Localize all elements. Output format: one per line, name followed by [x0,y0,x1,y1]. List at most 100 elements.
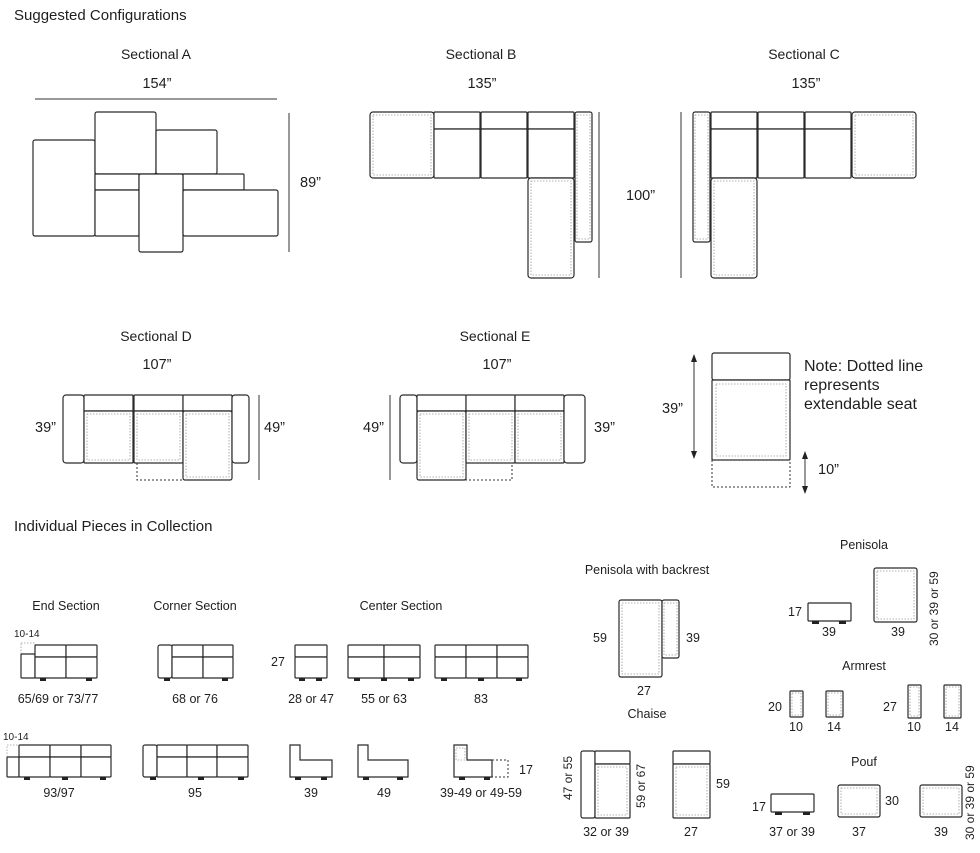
note-line-2: represents [804,377,880,394]
sectional-c-width: 135” [791,76,820,92]
sectional-a-mid-back [155,129,218,175]
note-extension-arrow-up [802,451,808,459]
sectional-b-back-2 [480,111,528,130]
sectional-b-side-stitch [576,114,591,240]
center-triple-sizes: 83 [474,692,488,706]
penisola-top-stitch [876,570,915,620]
sectional-e-back-3 [514,394,565,412]
pouf-height: 17 [752,800,766,814]
center-triple-seat-3 [496,656,529,679]
corner-section-seat-1 [171,656,204,679]
center-double-foot-3 [408,678,414,681]
sectional-a-top-back [94,111,157,175]
pouf-foot-2 [803,812,810,815]
center-low-2-sizes: 49 [377,786,391,800]
center-low-3-back-stitch [455,747,466,761]
center-low-3-height: 17 [519,763,533,777]
note-depth-arrow-up [691,354,697,362]
sectional-a-depth: 89” [300,175,321,191]
center-low-3-foot-1 [459,777,465,780]
end-section-title: End Section [32,599,99,613]
penisola-backrest-length: 59 [593,631,607,645]
sectional-e-seat-3 [514,410,565,464]
end-section-2-seat-1 [18,756,51,778]
penisola-backrest-back-stitch [663,602,678,656]
armrest-piece: Armrest 20 10 14 27 10 14 [768,659,962,734]
chaise-left-a: 47 or 55 [561,756,575,800]
corner-section-2-side [142,744,158,778]
sectional-d-chaise-stitch [185,413,230,478]
sectional-e-right-arm [563,394,586,464]
sectional-c-chaise-stitch [713,180,755,276]
center-triple-foot-2 [478,678,484,681]
note-line-1: Note: Dotted line [804,358,923,375]
pouf-width-2: 37 [852,825,866,839]
armrest-4-width: 14 [945,720,959,734]
sectional-b-chaise-stitch [530,180,572,276]
note-line-3: extendable seat [804,396,918,413]
corner-section-sizes: 68 or 76 [172,692,218,706]
penisola-backrest-width: 27 [637,684,651,698]
center-double-foot-2 [381,678,387,681]
note-seat-stitch [715,383,787,457]
sectional-d-seat-2 [133,410,184,464]
end-section-arm-size: 10-14 [14,629,40,640]
sectional-c-side-stitch [694,114,709,240]
center-single-foot-2 [316,678,322,681]
sectional-d-seat-1-stitch [86,413,131,461]
end-section-2-back-1 [18,744,51,758]
end-section-2-arm-size: 10-14 [3,732,29,743]
sectional-a-seat-1 [94,189,140,237]
pouf-title: Pouf [851,755,877,769]
armrest-2-stitch [827,692,842,716]
corner-section-title: Corner Section [153,599,236,613]
sectional-b-back-row [433,111,575,179]
sectional-d-left-depth: 39” [35,420,56,436]
center-triple-seat-2 [465,656,498,679]
sectional-c-right-end-stitch [854,114,914,176]
corner-section-piece: Corner Section 68 or 76 95 [142,599,249,800]
sectional-c-back-2 [757,111,805,130]
center-single-seat [294,656,328,679]
penisola-width-2: 39 [891,625,905,639]
sectional-e-chaise [416,410,467,481]
pouf-width-3: 39 [934,825,948,839]
sectional-b-seat-1 [433,128,481,179]
corner-section-2-foot-2 [198,777,204,780]
armrest-2 [825,690,844,718]
armrest-3-height: 27 [883,700,897,714]
center-section-depth: 27 [271,655,285,669]
corner-section-2-back-3 [216,744,249,758]
center-low-1-foot-2 [321,777,327,780]
end-section-foot-1 [40,678,46,681]
penisola-piece: Penisola 17 39 39 30 or 39 or 59 [788,538,941,646]
penisola-foot-2 [839,621,846,624]
sectional-e-left-depth: 49” [363,420,384,436]
armrest-3 [907,684,922,719]
note-depth: 39” [662,401,683,417]
corner-section-foot-1 [164,678,170,681]
pouf-depth-2: 30 [885,794,899,808]
sectional-b-left-end [369,111,435,179]
penisola-foot-1 [812,621,819,624]
end-section-piece: End Section 10-14 65/69 or 73/77 10-14 9… [3,599,112,800]
sectional-b-back-1 [433,111,481,130]
center-low-piece-1 [289,744,333,778]
end-section-seat-2 [65,656,98,679]
chaise-2-length: 59 [716,777,730,791]
center-low-3-extension [491,759,509,778]
sectional-c-back-1 [710,111,758,130]
corner-section-foot-2 [222,678,228,681]
sectional-b-left-end-stitch [372,114,432,176]
corner-section-2-back-1 [156,744,188,758]
center-section-title: Center Section [360,599,443,613]
penisola-top-view [873,567,918,623]
end-section-2-arm-extension [6,744,20,758]
chaise-2-seat [672,763,711,819]
pouf-rect-stitch [922,787,960,815]
sectional-e-width: 107” [482,357,511,373]
sectional-b-width: 135” [467,76,496,92]
corner-section-2-seat-1 [156,756,188,778]
pouf-rect [919,784,963,818]
sectional-c-title: Sectional C [768,46,840,62]
